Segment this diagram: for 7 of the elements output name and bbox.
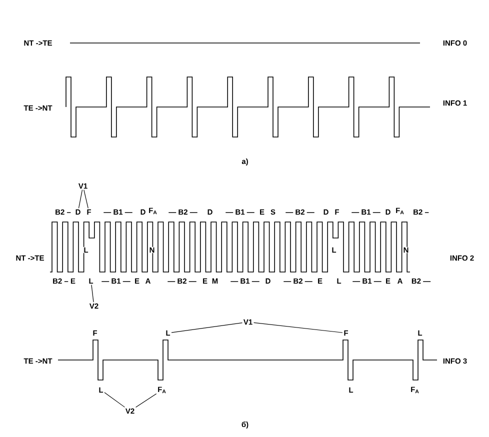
leader-line: [91, 284, 94, 302]
leader-line: [78, 189, 83, 209]
leader-line: [254, 322, 343, 333]
leader-line: [84, 189, 88, 209]
leader-line: [135, 393, 157, 408]
leader-line: [104, 392, 126, 408]
leader-line: [171, 322, 243, 333]
